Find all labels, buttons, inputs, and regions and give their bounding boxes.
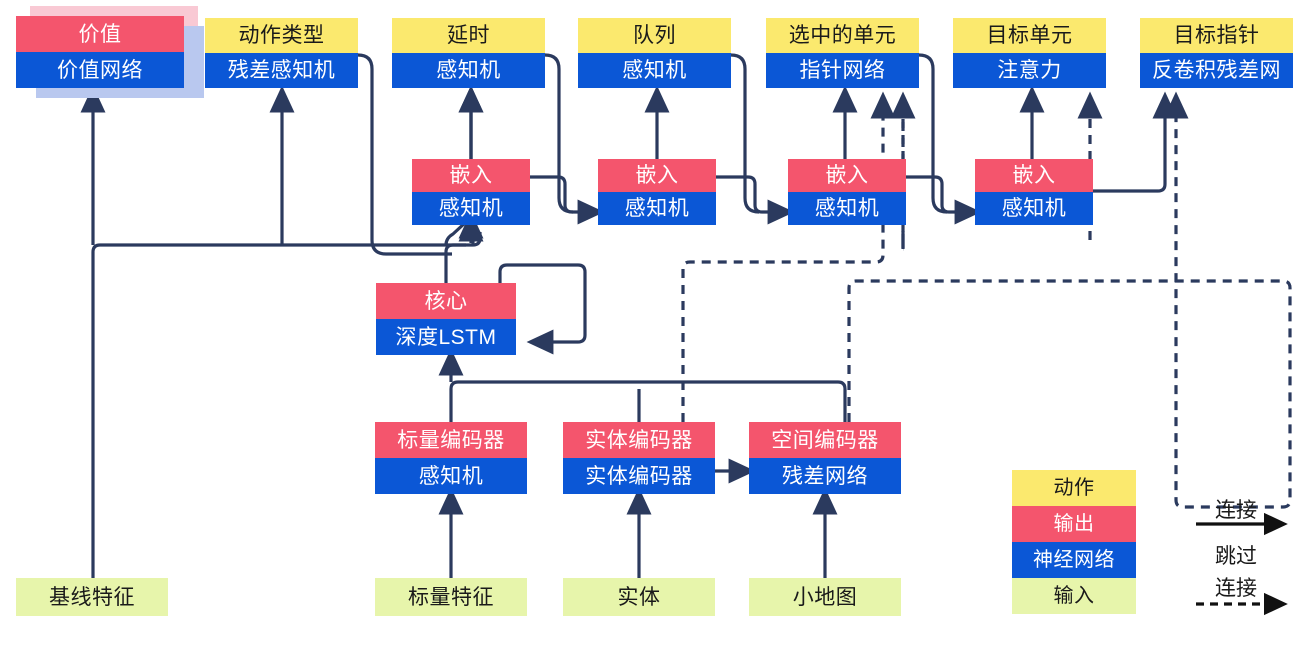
wire-selected-feedback [918, 53, 948, 214]
skip-entity-to-pointer [681, 91, 896, 422]
wire-core-bus-curve [444, 220, 468, 246]
wire-core-top [444, 243, 466, 283]
wire-delay-feedback [544, 53, 574, 214]
node-delay-title: 延时 [392, 18, 545, 53]
node-queued-title: 队列 [578, 18, 731, 53]
node-embed3-title: 嵌入 [788, 159, 906, 192]
node-entity_encoder-title: 实体编码器 [563, 422, 715, 458]
node-action_type[interactable]: 动作类型残差感知机 [205, 18, 358, 88]
node-entity_encoder-module: 实体编码器 [563, 458, 715, 494]
node-scalar_encoder[interactable]: 标量编码器感知机 [375, 422, 527, 494]
node-spatial_encoder-module: 残差网络 [749, 458, 901, 494]
node-embed2-title: 嵌入 [598, 159, 716, 192]
node-delay[interactable]: 延时感知机 [392, 18, 545, 88]
input-scalar_features[interactable]: 标量特征 [375, 578, 527, 616]
input-baseline_features[interactable]: 基线特征 [16, 578, 168, 616]
legend-swatch-output: 输出 [1012, 506, 1136, 542]
node-embed2-module: 感知机 [598, 192, 716, 225]
node-target_unit-module: 注意力 [953, 53, 1106, 88]
wire-embed4-to-target-point [1093, 91, 1178, 193]
node-action_type-title: 动作类型 [205, 18, 358, 53]
node-queued[interactable]: 队列感知机 [578, 18, 731, 88]
input-entities[interactable]: 实体 [563, 578, 715, 616]
legend-swatches: 动作 输出 神经网络 输入 [1012, 470, 1136, 614]
input-minimap[interactable]: 小地图 [749, 578, 901, 616]
node-core[interactable]: 核心深度LSTM [376, 283, 516, 355]
node-embed4-title: 嵌入 [975, 159, 1093, 192]
node-target_unit-title: 目标单元 [953, 18, 1106, 53]
node-scalar_encoder-module: 感知机 [375, 458, 527, 494]
node-selected_units[interactable]: 选中的单元指针网络 [766, 18, 919, 88]
legend-swatch-action: 动作 [1012, 470, 1136, 506]
node-spatial_encoder-title: 空间编码器 [749, 422, 901, 458]
node-selected_units-title: 选中的单元 [766, 18, 919, 53]
node-entity_encoder[interactable]: 实体编码器实体编码器 [563, 422, 715, 494]
node-queued-module: 感知机 [578, 53, 731, 88]
wire-encoder-bus [449, 380, 847, 422]
node-embed1-module: 感知机 [412, 192, 530, 225]
legend-swatch-network: 神经网络 [1012, 542, 1136, 578]
node-core-title: 核心 [376, 283, 516, 319]
wire-embed2-to-embed3 [716, 175, 795, 225]
node-delay-module: 感知机 [392, 53, 545, 88]
node-embed1-title: 嵌入 [412, 159, 530, 192]
wire-embed3-to-embed4 [906, 175, 982, 225]
legend-swatch-input: 输入 [1012, 578, 1136, 614]
node-selected_units-module: 指针网络 [766, 53, 919, 88]
legend-connection-label: 连接 [1215, 499, 1257, 522]
node-embed4-module: 感知机 [975, 192, 1093, 225]
wire-embed1-to-embed2 [530, 175, 605, 225]
node-value-module: 价值网络 [16, 52, 184, 88]
node-spatial_encoder[interactable]: 空间编码器残差网络 [749, 422, 901, 494]
legend-skip-label-1: 跳过 [1215, 545, 1257, 568]
node-value-title: 价值 [16, 16, 184, 52]
node-embed3-module: 感知机 [788, 192, 906, 225]
node-core-module: 深度LSTM [376, 319, 516, 355]
node-target_point-title: 目标指针 [1140, 18, 1293, 53]
node-embed1[interactable]: 嵌入感知机 [412, 159, 530, 225]
wire-queued-feedback [730, 53, 760, 214]
node-value[interactable]: 价值价值网络 [16, 6, 204, 98]
wire-bus-join [472, 232, 482, 247]
node-target_point-module: 反卷积残差网 [1140, 53, 1293, 88]
legend-skip-label-2: 连接 [1215, 577, 1257, 600]
node-target_point[interactable]: 目标指针反卷积残差网 [1140, 18, 1293, 88]
node-scalar_encoder-title: 标量编码器 [375, 422, 527, 458]
node-target_unit[interactable]: 目标单元注意力 [953, 18, 1106, 88]
node-embed2[interactable]: 嵌入感知机 [598, 159, 716, 225]
node-embed4[interactable]: 嵌入感知机 [975, 159, 1093, 225]
node-embed3[interactable]: 嵌入感知机 [788, 159, 906, 225]
node-action_type-module: 残差感知机 [205, 53, 358, 88]
